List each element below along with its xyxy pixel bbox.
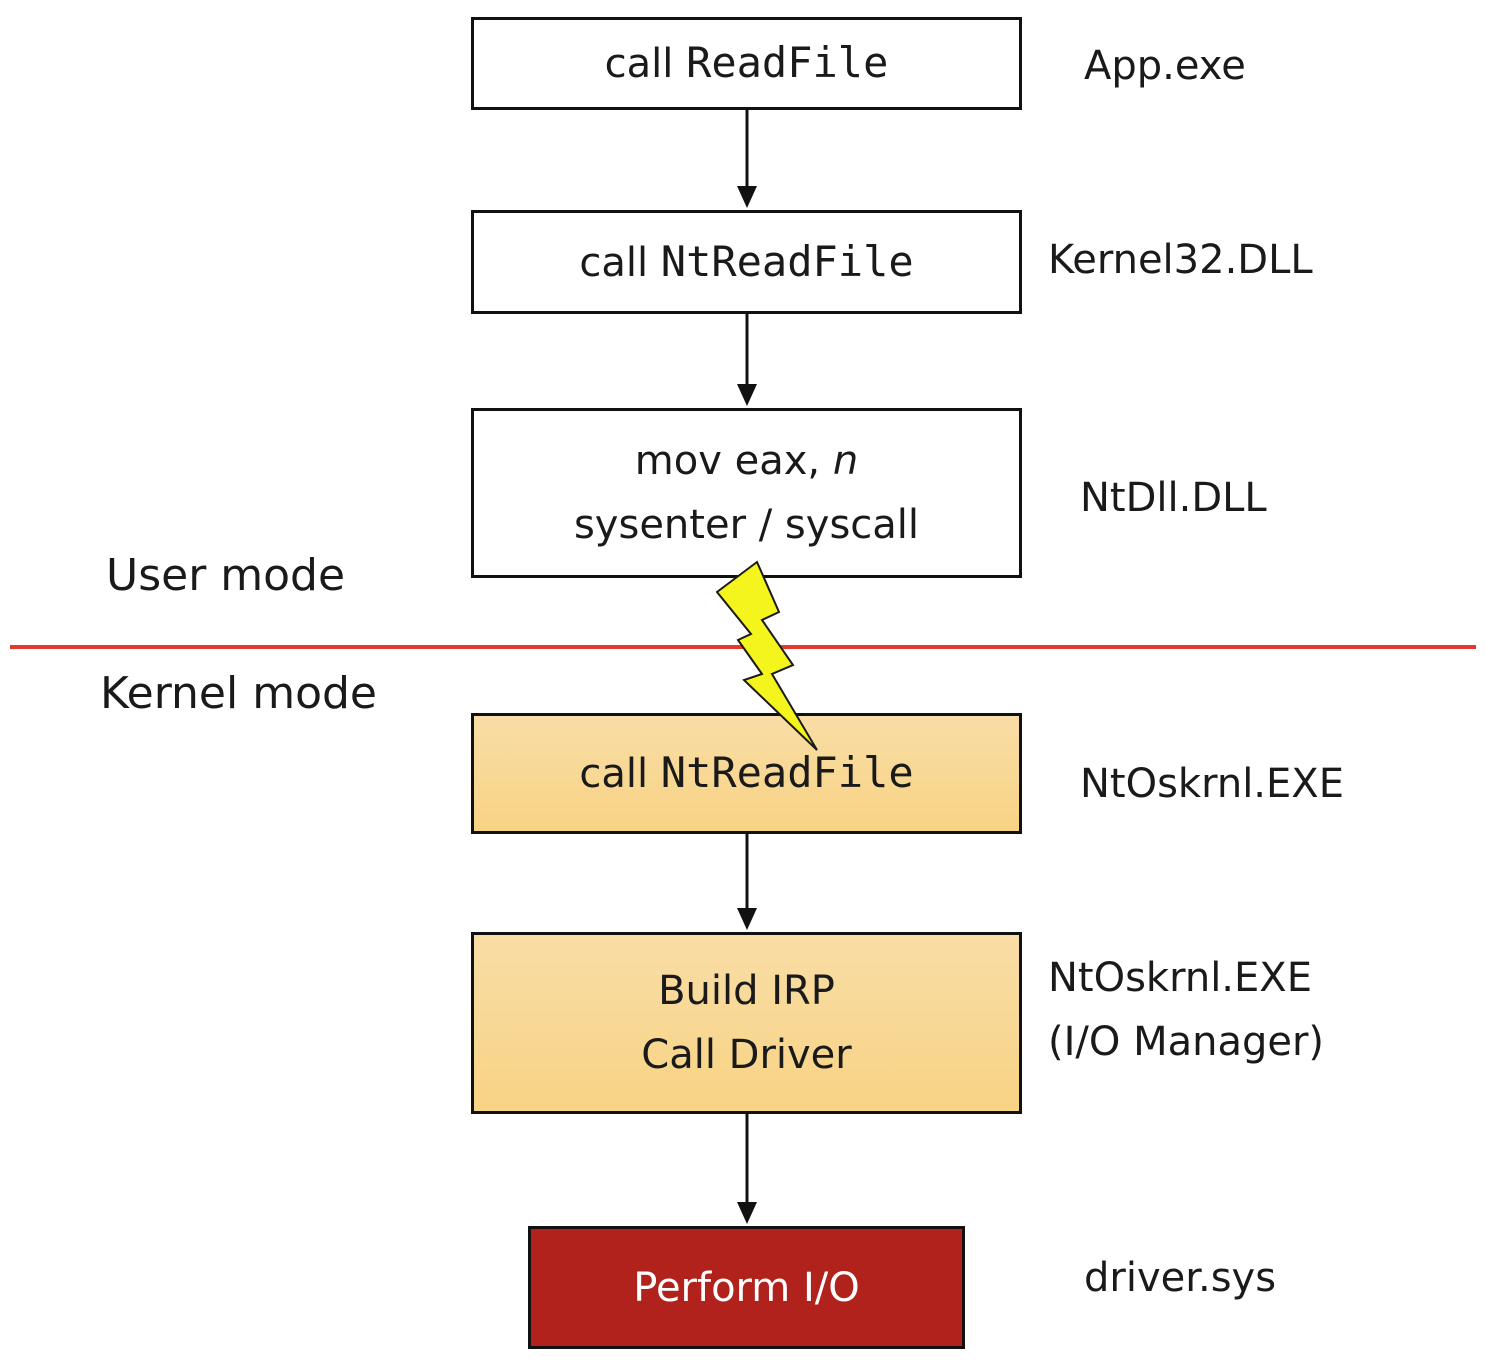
- app-box-line: call ReadFile: [605, 31, 889, 96]
- label-iomgr-line-1: NtOskrnl.EXE: [1048, 955, 1312, 1001]
- driver-perform-io-box: Perform I/O: [528, 1226, 965, 1349]
- arrowhead-kernel32-to-ntdll: [737, 384, 757, 406]
- iomgr-box-line-2: Call Driver: [641, 1032, 852, 1078]
- kernel32-box-code: NtReadFile: [660, 236, 914, 286]
- label-kernel32-dll: Kernel32.DLL: [1048, 237, 1313, 283]
- label-iomgr-line-2: (I/O Manager): [1048, 1019, 1325, 1065]
- ntoskrnl-box-prefix: call: [579, 751, 649, 797]
- lightning-bolt-shape: [715, 560, 818, 751]
- ntdll-box-var: n: [832, 438, 859, 484]
- ntdll-box-line-2: sysenter / syscall: [573, 502, 920, 548]
- ntoskrnl-box-code: NtReadFile: [660, 748, 914, 797]
- app-readfile-box: call ReadFile: [471, 17, 1022, 110]
- app-box-code: ReadFile: [686, 38, 889, 87]
- label-ntdll-dll: NtDll.DLL: [1080, 475, 1267, 521]
- kernel-mode-label: Kernel mode: [100, 668, 377, 719]
- kernel32-box-prefix: call: [579, 239, 649, 286]
- label-ntoskrnl-exe: NtOskrnl.EXE: [1080, 761, 1344, 807]
- arrowhead-ntoskrnl-to-iomgr: [737, 908, 757, 930]
- iomanager-build-irp-box: Build IRP Call Driver: [471, 932, 1022, 1114]
- ntdll-syscall-box: mov eax, n sysenter / syscall: [471, 408, 1022, 578]
- kernel32-box-line: call NtReadFile: [579, 230, 913, 295]
- user-mode-label: User mode: [106, 550, 346, 601]
- ntdll-box-line-1: mov eax, n: [635, 429, 858, 493]
- ntoskrnl-box-line: call NtReadFile: [579, 741, 913, 806]
- label-driver-sys: driver.sys: [1084, 1255, 1277, 1301]
- ntdll-box-mov: mov eax,: [634, 438, 821, 484]
- arrowhead-iomgr-to-driver: [737, 1202, 757, 1224]
- driver-box-text: Perform I/O: [633, 1264, 860, 1311]
- iomgr-box-line-1: Build IRP: [658, 968, 835, 1014]
- app-box-prefix: call: [604, 41, 674, 87]
- ntoskrnl-ntreadfile-box: call NtReadFile: [471, 713, 1022, 834]
- label-app-exe: App.exe: [1084, 43, 1246, 89]
- arrowhead-app-to-kernel32: [737, 186, 757, 208]
- kernel32-ntreadfile-box: call NtReadFile: [471, 210, 1022, 314]
